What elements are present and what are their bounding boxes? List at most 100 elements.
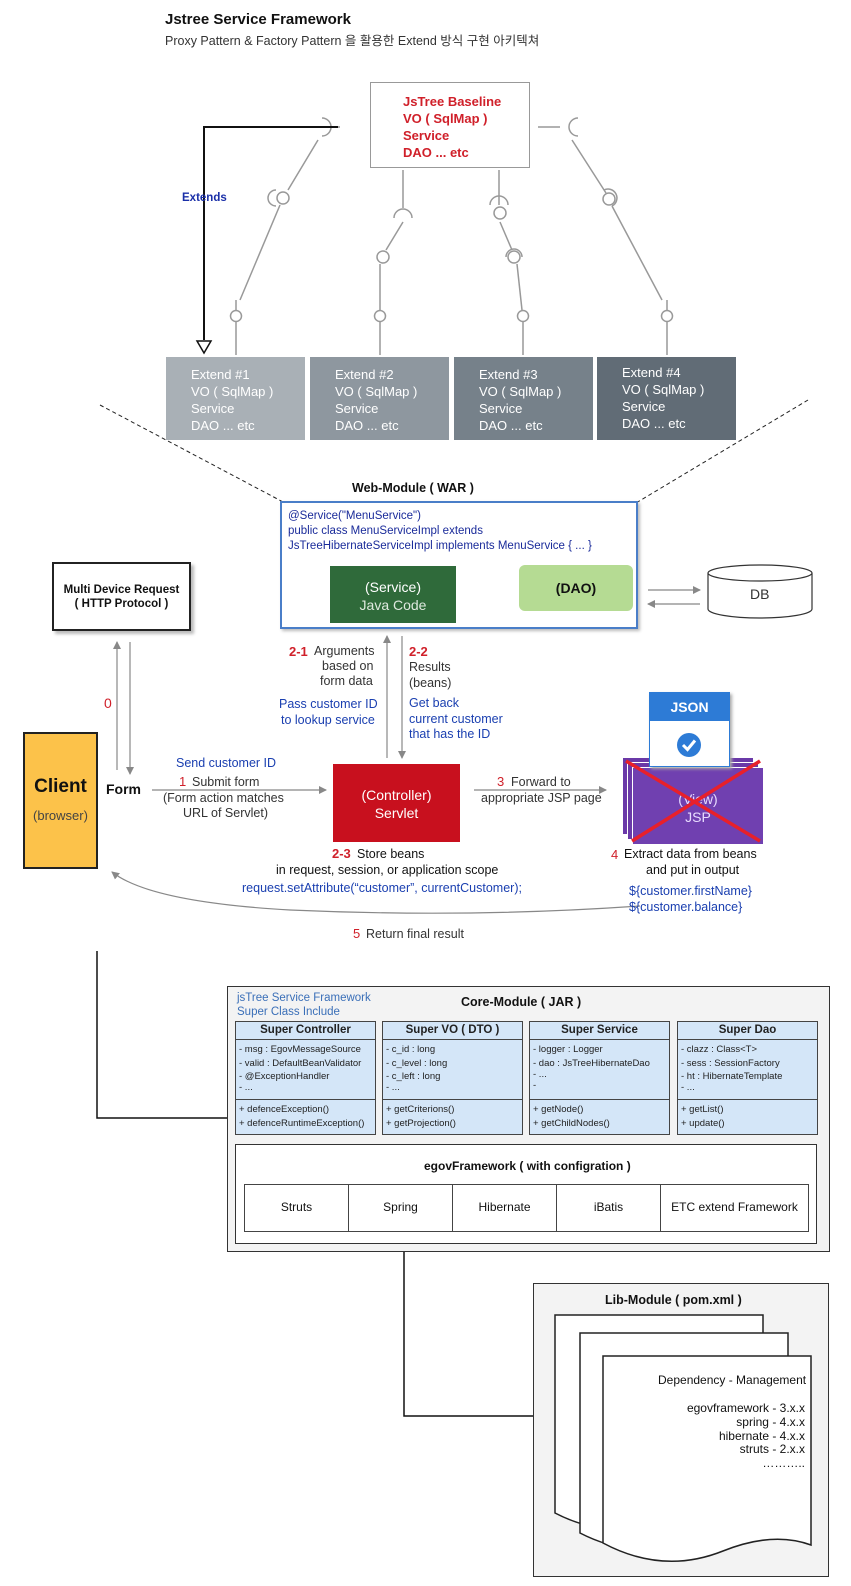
uml-attr: - ht : HibernateTemplate [681,1071,783,1082]
uml-op: + getProjection() [386,1117,456,1129]
dep-more: ……….. [762,1456,805,1470]
page-subtitle: Proxy Pattern & Factory Pattern 을 활용한 Ex… [165,34,540,48]
step-2-1-detail-2: form data [320,674,373,688]
uml-super-dao: Super Dao - clazz : Class<T> - sess : Se… [677,1021,818,1135]
extend-title: Extend #4 [622,365,681,380]
core-note-2: Super Class Include [237,1006,340,1018]
uml-attributes: - clazz : Class<T> - sess : SessionFacto… [678,1040,817,1100]
extend-vo: VO ( SqlMap ) [622,382,705,397]
uml-operations: + defenceException() + defenceRuntimeExc… [236,1100,375,1133]
controller-servlet-box: (Controller) Servlet [333,764,460,842]
uml-operations: + getNode() + getChildNodes() [530,1100,669,1133]
extend-title: Extend #2 [335,367,394,382]
dep-struts: struts - 2.x.x [739,1442,805,1456]
uml-op: + getNode() [533,1104,584,1115]
step-5-text: Return final result [366,927,464,941]
uml-op: + getList() [681,1104,724,1115]
step-1-detail: (Form action matches [163,791,284,805]
current-customer: current customer [409,712,503,726]
step-2-2-detail: (beans) [409,676,452,690]
uml-op: + defenceRuntimeException() [239,1117,365,1129]
core-note-1: jsTree Service Framework [237,992,371,1004]
step-2-3-detail: in request, session, or application scop… [276,863,499,877]
dep-hibernate: hibernate - 4.x.x [718,1429,805,1443]
json-card: JSON [649,692,730,767]
has-the-id: that has the ID [409,727,491,741]
extend-service: Service [622,399,666,414]
uml-attr: - ... [681,1081,695,1093]
step-0-number: 0 [104,695,112,711]
extend-dao: DAO ... etc [335,418,399,433]
step-2-1-number: 2-1 [289,644,308,659]
step-3-text: Forward to [511,775,571,789]
uml-attr: - valid : DefaultBeanValidator [239,1057,362,1069]
uml-attr: - [533,1080,537,1091]
java-code-label: Java Code [359,597,427,613]
baseline-title: JsTree Baseline [403,94,502,109]
uml-attr: - sess : SessionFactory [681,1057,780,1069]
egov-framework-title: egovFramework ( with configration ) [424,1159,631,1173]
extend-box-4: Extend #4 VO ( SqlMap ) Service DAO ... … [597,357,736,440]
step-3-number: 3 [497,774,505,789]
uml-op: + update() [681,1117,725,1129]
extends-arrow [195,126,338,355]
multi-device-label: Multi Device Request [63,584,180,596]
service-java-box: (Service) Java Code [330,566,456,623]
uml-attr: - dao : JsTreeHibernateDao [533,1057,650,1069]
jsp-label: JSP [685,809,711,825]
dependency-lines [229,117,674,355]
uml-attr: - logger : Logger [533,1044,603,1055]
uml-class-name: Super Controller [236,1022,375,1040]
uml-class-name: Super Service [530,1022,669,1040]
step-2-1-text: Arguments [314,644,375,658]
uml-class-name: Super VO ( DTO ) [383,1022,522,1040]
uml-attr: - c_left : long [386,1071,441,1082]
step-3-detail: appropriate JSP page [481,791,602,805]
step-2-2-text: Results [409,660,451,674]
client-label: Client [34,776,87,797]
el-first-name: ${customer.firstName} [629,884,752,898]
uml-class-name: Super Dao [678,1022,817,1040]
browser-label: (browser) [33,808,88,823]
uml-attr: - c_id : long [386,1044,436,1055]
step-1-text: Submit form [192,775,260,789]
dep-egovframework: egovframework - 3.x.x [686,1401,805,1415]
db-label: DB [750,586,770,602]
step-2-3-text: Store beans [357,847,425,861]
framework-etc: ETC extend Framework [660,1184,809,1232]
extends-label: Extends [182,192,227,204]
json-label: JSON [650,693,729,721]
uml-operations: + getCriterions() + getProjection() [383,1100,522,1133]
step-1-number: 1 [179,774,187,789]
db-cylinder [707,564,813,619]
page-title: Jstree Service Framework [165,11,351,28]
uml-attributes: - msg : EgovMessageSource - valid : Defa… [236,1040,375,1100]
uml-attr: - ... [386,1081,400,1093]
uml-attributes: - logger : Logger - dao : JsTreeHibernat… [530,1040,669,1100]
extend-dao: DAO ... etc [479,418,543,433]
extend-service: Service [479,401,523,416]
extend-box-1: Extend #1 VO ( SqlMap ) Service DAO ... … [166,357,305,440]
uml-attr: - ... [533,1069,547,1080]
step-4-number: 4 [611,847,619,862]
send-customer-id: Send customer ID [176,756,277,770]
code-line-1: @Service("MenuService") [288,510,421,522]
step-1-detail-2: URL of Servlet) [183,806,268,820]
uml-op: + getChildNodes() [533,1117,610,1129]
flow-arrows [111,585,701,914]
uml-operations: + getList() + update() [678,1100,817,1133]
framework-spring: Spring [348,1184,453,1232]
uml-attributes: - c_id : long - c_level : long - c_left … [383,1040,522,1100]
extend-vo: VO ( SqlMap ) [335,384,418,399]
step-2-2-number: 2-2 [409,644,428,659]
web-module-title: Web-Module ( WAR ) [352,481,474,495]
uml-attr: - msg : EgovMessageSource [239,1044,361,1055]
step-2-1-detail: based on [322,659,374,673]
uml-attr: - ... [239,1081,253,1093]
jstree-baseline-box: JsTree Baseline VO ( SqlMap ) Service DA… [370,82,530,168]
extend-service: Service [191,401,235,416]
form-label: Form [106,781,141,797]
extend-dao: DAO ... etc [622,416,686,431]
step-4-text: Extract data from beans [624,847,757,861]
baseline-service: Service [403,128,450,143]
